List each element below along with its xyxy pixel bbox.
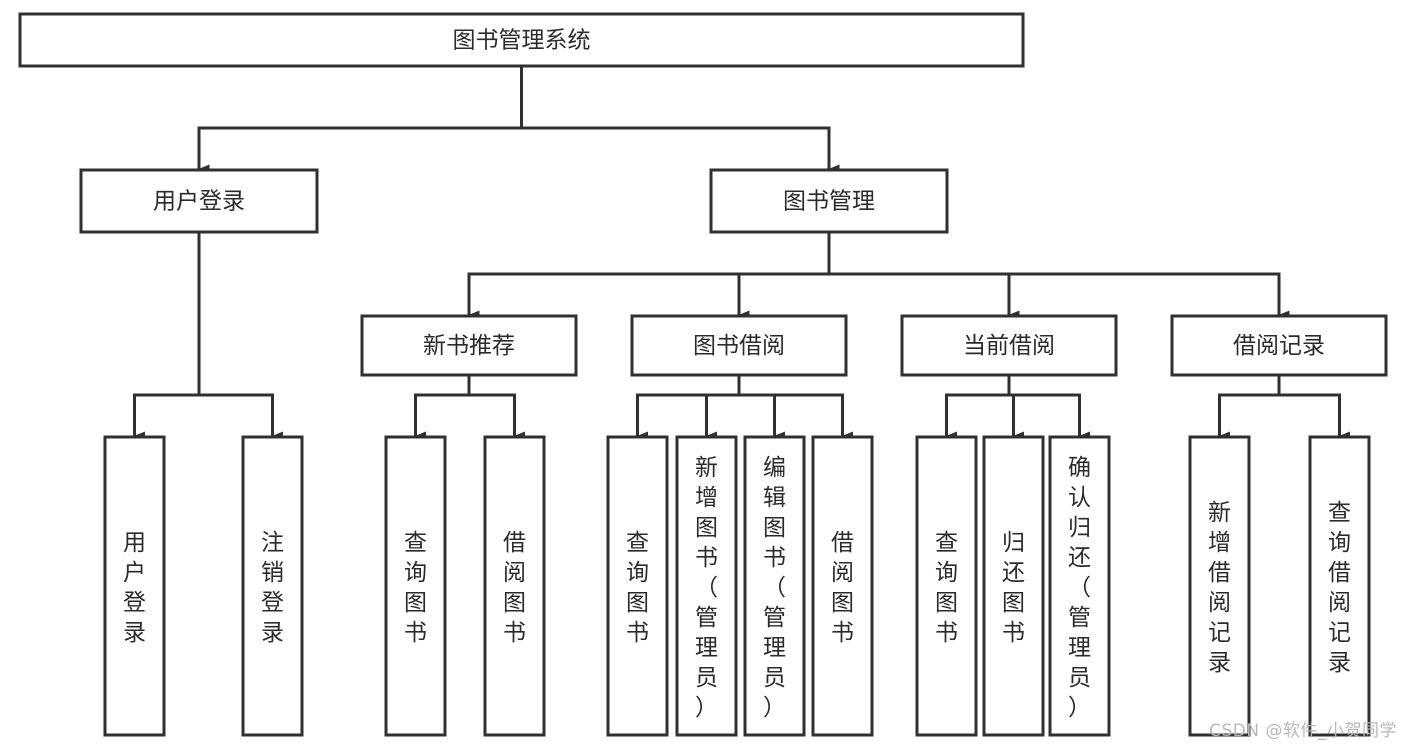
node-box-l2-record[interactable]	[1170, 314, 1388, 377]
node-box-l3-c4[interactable]	[811, 435, 874, 737]
node-box-l1-login[interactable]	[79, 168, 319, 234]
node-box-l1-book[interactable]	[709, 168, 949, 234]
node-label-l2-newbook: 新书推荐	[423, 333, 515, 359]
node-label-l2-current: 当前借阅	[963, 333, 1055, 359]
node-l3-a1[interactable]: 用户登录	[103, 435, 166, 737]
node-box-l3-b1[interactable]	[384, 435, 447, 737]
node-box-l3-c2[interactable]	[675, 435, 738, 737]
node-l3-c2[interactable]: 新增图书（管理员）	[675, 435, 738, 737]
node-l3-b2[interactable]: 借阅图书	[483, 435, 546, 737]
node-label-l2-borrow: 图书借阅	[693, 333, 785, 359]
edge-group-l1-book	[467, 230, 1290, 320]
node-l2-record[interactable]: 借阅记录	[1170, 314, 1388, 377]
node-l2-newbook[interactable]: 新书推荐	[360, 314, 578, 377]
node-box-l2-newbook[interactable]	[360, 314, 578, 377]
node-box-l3-d3[interactable]	[1048, 435, 1111, 737]
node-l3-a2[interactable]: 注销登录	[241, 435, 304, 737]
node-label-l3-b2: 借阅图书	[503, 530, 526, 646]
node-box-l3-e2[interactable]	[1308, 435, 1371, 737]
node-label-l3-d1: 查询图书	[935, 530, 958, 646]
node-label-root: 图书管理系统	[453, 28, 591, 54]
node-box-l3-c1[interactable]	[606, 435, 669, 737]
node-label-l3-c1: 查询图书	[626, 530, 649, 646]
node-root[interactable]: 图书管理系统	[18, 12, 1025, 68]
node-label-l3-b1: 查询图书	[404, 530, 427, 646]
node-label-l3-d2: 归还图书	[1002, 530, 1025, 646]
node-l1-login[interactable]: 用户登录	[79, 168, 319, 234]
edge-group-l2-newbook	[414, 373, 525, 441]
node-l2-borrow[interactable]: 图书借阅	[630, 314, 848, 377]
node-label-l2-record: 借阅记录	[1233, 333, 1325, 359]
node-label-l3-c3: 编辑图书（管理员）	[763, 455, 786, 721]
node-label-l3-c4: 借阅图书	[831, 530, 854, 646]
node-l3-c1[interactable]: 查询图书	[606, 435, 669, 737]
node-label-l1-login: 用户登录	[153, 189, 245, 215]
node-l3-d1[interactable]: 查询图书	[915, 435, 978, 737]
node-l3-c4[interactable]: 借阅图书	[811, 435, 874, 737]
node-box-l3-a1[interactable]	[103, 435, 166, 737]
edge-group-l2-borrow	[636, 373, 853, 441]
node-box-root[interactable]	[18, 12, 1025, 68]
node-box-l2-current[interactable]	[900, 314, 1118, 377]
node-l3-b1[interactable]: 查询图书	[384, 435, 447, 737]
edge-group-l2-record	[1218, 373, 1350, 441]
nodes-layer: 图书管理系统用户登录图书管理新书推荐图书借阅当前借阅借阅记录用户登录注销登录查询…	[18, 12, 1388, 737]
node-label-l3-d3: 确认归还（管理员）	[1068, 455, 1091, 721]
node-box-l2-borrow[interactable]	[630, 314, 848, 377]
node-box-l3-b2[interactable]	[483, 435, 546, 737]
edge-group-l2-current	[945, 373, 1090, 441]
node-label-l3-e1: 新增借阅记录	[1208, 500, 1231, 676]
node-label-l3-a2: 注销登录	[261, 530, 284, 646]
node-label-l1-book: 图书管理	[783, 189, 875, 215]
edges-layer	[133, 64, 1350, 441]
edge-group-root	[197, 64, 840, 174]
node-label-l3-c2: 新增图书（管理员）	[695, 455, 718, 721]
node-box-l3-c3[interactable]	[743, 435, 806, 737]
node-l2-current[interactable]: 当前借阅	[900, 314, 1118, 377]
node-l3-c3[interactable]: 编辑图书（管理员）	[743, 435, 806, 737]
node-box-l3-d2[interactable]	[982, 435, 1045, 737]
node-l3-d3[interactable]: 确认归还（管理员）	[1048, 435, 1111, 737]
node-l3-d2[interactable]: 归还图书	[982, 435, 1045, 737]
node-box-l3-a2[interactable]	[241, 435, 304, 737]
node-l1-book[interactable]: 图书管理	[709, 168, 949, 234]
node-label-l3-a1: 用户登录	[123, 530, 146, 646]
node-box-l3-e1[interactable]	[1188, 435, 1251, 737]
node-label-l3-e2: 查询借阅记录	[1328, 500, 1351, 676]
edge-group-l1-login	[133, 230, 283, 441]
node-l3-e2[interactable]: 查询借阅记录	[1308, 435, 1371, 737]
node-box-l3-d1[interactable]	[915, 435, 978, 737]
node-l3-e1[interactable]: 新增借阅记录	[1188, 435, 1251, 737]
